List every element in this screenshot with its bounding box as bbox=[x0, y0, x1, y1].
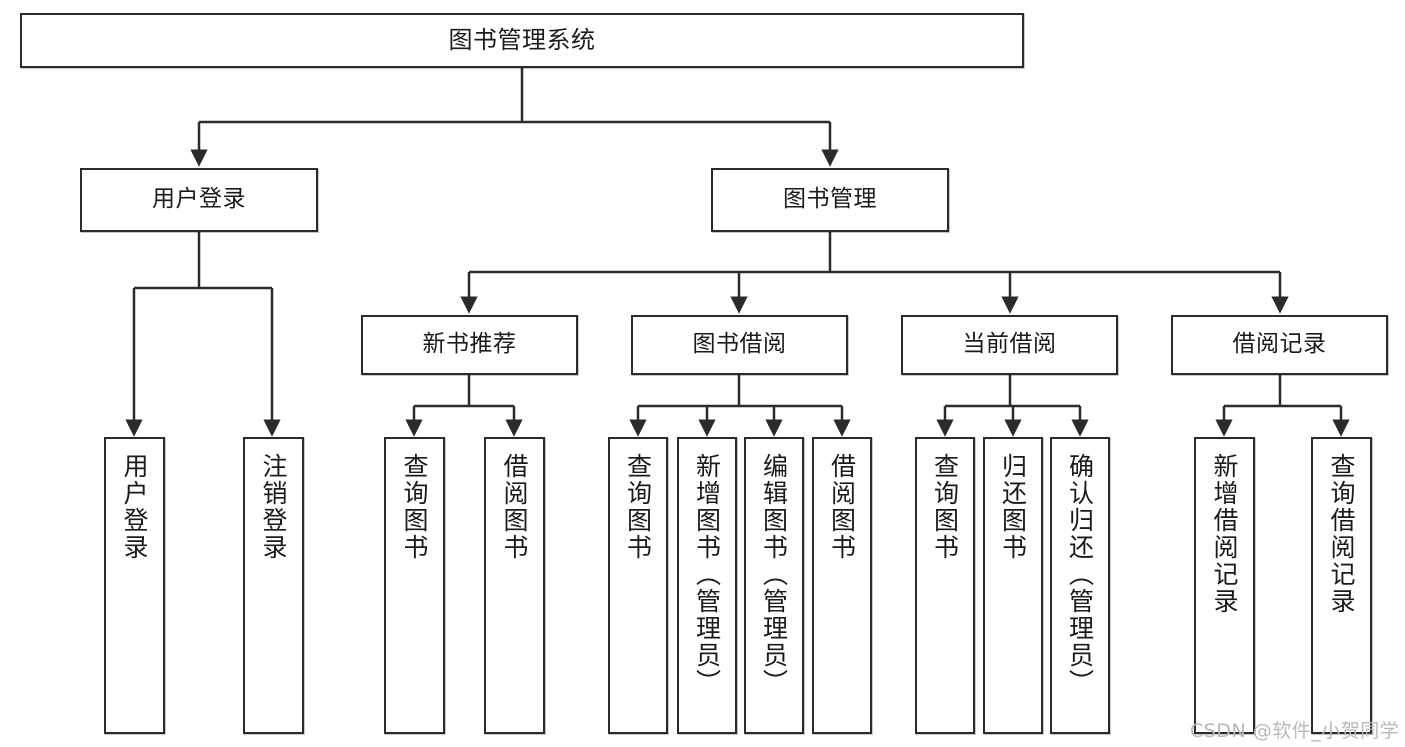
node-leaf-query-book-2-label: 查询图书 bbox=[623, 453, 653, 561]
node-book-borrow[interactable]: 图书借阅 bbox=[631, 315, 848, 375]
node-leaf-return-book-label: 归还图书 bbox=[998, 453, 1028, 561]
node-root-label: 图书管理系统 bbox=[448, 26, 596, 55]
node-user-login-label: 用户登录 bbox=[152, 186, 246, 213]
node-leaf-return-book[interactable]: 归还图书 bbox=[983, 437, 1043, 734]
node-leaf-query-book-1-label: 查询图书 bbox=[400, 453, 429, 561]
node-leaf-user-login[interactable]: 用户登录 bbox=[104, 437, 165, 734]
node-leaf-borrow-book-2[interactable]: 借阅图书 bbox=[812, 437, 872, 734]
csdn-watermark: CSDN @软件_小贺同学 bbox=[1190, 720, 1400, 742]
node-leaf-edit-book[interactable]: 编辑图书（管理员） bbox=[744, 437, 804, 734]
node-leaf-query-book-3-label: 查询图书 bbox=[930, 453, 960, 561]
node-leaf-borrow-book-2-label: 借阅图书 bbox=[827, 453, 857, 561]
node-current-borrow[interactable]: 当前借阅 bbox=[901, 315, 1118, 375]
node-leaf-query-book-1[interactable]: 查询图书 bbox=[384, 437, 445, 734]
node-borrow-record[interactable]: 借阅记录 bbox=[1171, 315, 1388, 375]
node-user-login[interactable]: 用户登录 bbox=[80, 168, 318, 232]
node-leaf-confirm-return-label: 确认归还（管理员） bbox=[1065, 453, 1095, 696]
node-book-management-label: 图书管理 bbox=[783, 186, 877, 213]
node-leaf-add-book-label: 新增图书（管理员） bbox=[692, 453, 722, 696]
node-leaf-add-book[interactable]: 新增图书（管理员） bbox=[677, 437, 737, 734]
node-new-book-recommend[interactable]: 新书推荐 bbox=[361, 315, 578, 375]
node-leaf-query-book-3[interactable]: 查询图书 bbox=[915, 437, 975, 734]
node-leaf-confirm-return[interactable]: 确认归还（管理员） bbox=[1050, 437, 1110, 734]
node-leaf-borrow-book-1-label: 借阅图书 bbox=[500, 453, 529, 561]
node-leaf-query-book-2[interactable]: 查询图书 bbox=[608, 437, 668, 734]
node-leaf-query-record[interactable]: 查询借阅记录 bbox=[1311, 437, 1372, 734]
node-leaf-add-record-label: 新增借阅记录 bbox=[1210, 453, 1239, 615]
node-leaf-edit-book-label: 编辑图书（管理员） bbox=[759, 453, 789, 696]
node-leaf-user-login-label: 用户登录 bbox=[120, 453, 149, 561]
node-leaf-logout-login-label: 注销登录 bbox=[259, 453, 288, 561]
node-leaf-add-record[interactable]: 新增借阅记录 bbox=[1194, 437, 1255, 734]
node-new-book-recommend-label: 新书推荐 bbox=[422, 331, 517, 358]
node-book-management[interactable]: 图书管理 bbox=[711, 168, 949, 232]
node-leaf-logout-login[interactable]: 注销登录 bbox=[243, 437, 304, 734]
node-book-borrow-label: 图书借阅 bbox=[692, 331, 787, 358]
node-leaf-query-record-label: 查询借阅记录 bbox=[1327, 453, 1356, 615]
node-leaf-borrow-book-1[interactable]: 借阅图书 bbox=[484, 437, 545, 734]
node-root[interactable]: 图书管理系统 bbox=[20, 13, 1024, 68]
node-borrow-record-label: 借阅记录 bbox=[1232, 331, 1327, 358]
node-current-borrow-label: 当前借阅 bbox=[962, 331, 1057, 358]
